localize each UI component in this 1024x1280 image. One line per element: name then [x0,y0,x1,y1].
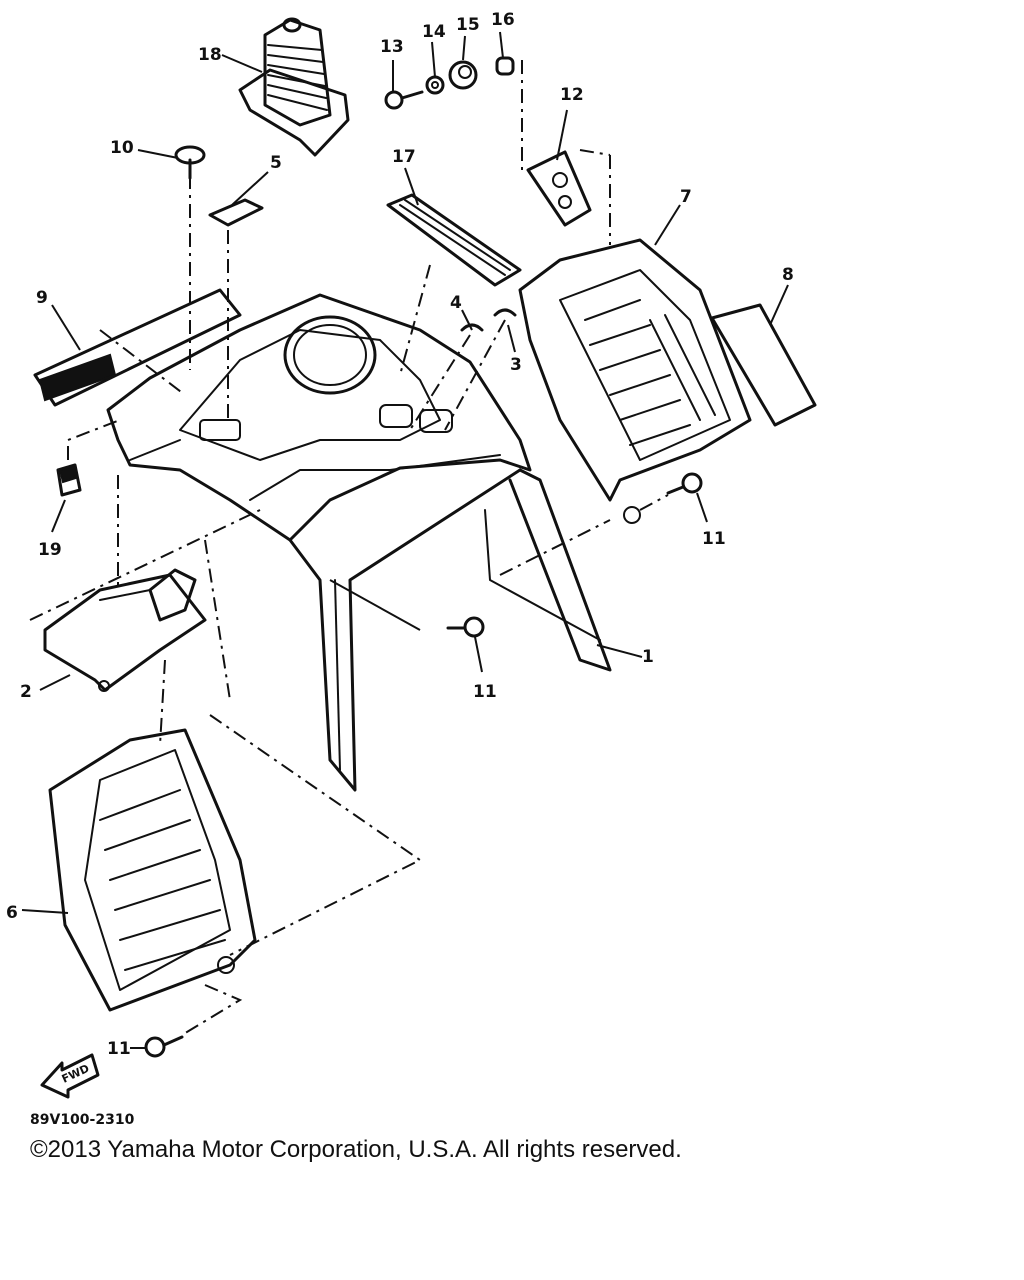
part-9-bracket [33,288,242,407]
callout-4: 4 [450,293,462,313]
callout-8: 8 [782,265,794,285]
callout-11-center: 11 [473,682,497,702]
callout-7: 7 [680,187,692,207]
part-3-clip [493,308,517,317]
part-4-clip [460,323,484,332]
part-18-boot [238,17,350,157]
callout-labels: 1 2 3 4 5 6 7 8 9 10 11 11 11 12 13 14 1… [6,10,794,1059]
callout-16: 16 [491,10,515,30]
part-1-front-cowl [106,293,612,792]
callout-9: 9 [36,288,48,308]
part-12-bracket [526,150,592,227]
callout-2: 2 [20,682,32,702]
part-16-collar [495,56,515,76]
callout-13: 13 [380,37,404,57]
leader-lines [21,31,789,1049]
callout-10: 10 [110,138,134,158]
part-11-bolt-b [446,616,485,638]
exploded-parts-diagram: FWD 1 2 3 4 5 6 7 8 9 10 11 11 11 12 13 … [6,10,817,1099]
callout-11-lower-left: 11 [107,1039,131,1059]
forward-arrow: FWD [40,1053,100,1099]
part-11-bolt-a [666,472,703,495]
callout-14: 14 [422,22,446,42]
part-7-right-louvre-panel [518,238,752,524]
callout-19: 19 [38,540,62,560]
part-14-washer [425,75,445,95]
figure-code: 89V100-2310 [30,1112,135,1128]
part-10-rivet [174,145,206,180]
callout-15: 15 [456,15,480,35]
part-13-screw [384,90,424,110]
callout-5: 5 [270,153,282,173]
part-6-left-louvre-panel [48,728,257,1012]
part-11-bolt-c [144,1035,184,1058]
callout-18: 18 [198,45,222,65]
callout-11-right: 11 [702,529,726,549]
callout-17: 17 [392,147,416,167]
callout-3: 3 [510,355,522,375]
callout-1: 1 [642,647,654,667]
part-5-clip [208,198,264,227]
part-17-plate [386,193,522,287]
part-19-switch [56,463,82,497]
callout-12: 12 [560,85,584,105]
part-8-seal [710,303,817,427]
copyright-notice: ©2013 Yamaha Motor Corporation, U.S.A. A… [30,1136,682,1163]
assembly-lines [29,60,669,1036]
callout-6: 6 [6,903,18,923]
part-15-grommet [448,60,478,90]
part-2-lower-panel [43,568,207,692]
